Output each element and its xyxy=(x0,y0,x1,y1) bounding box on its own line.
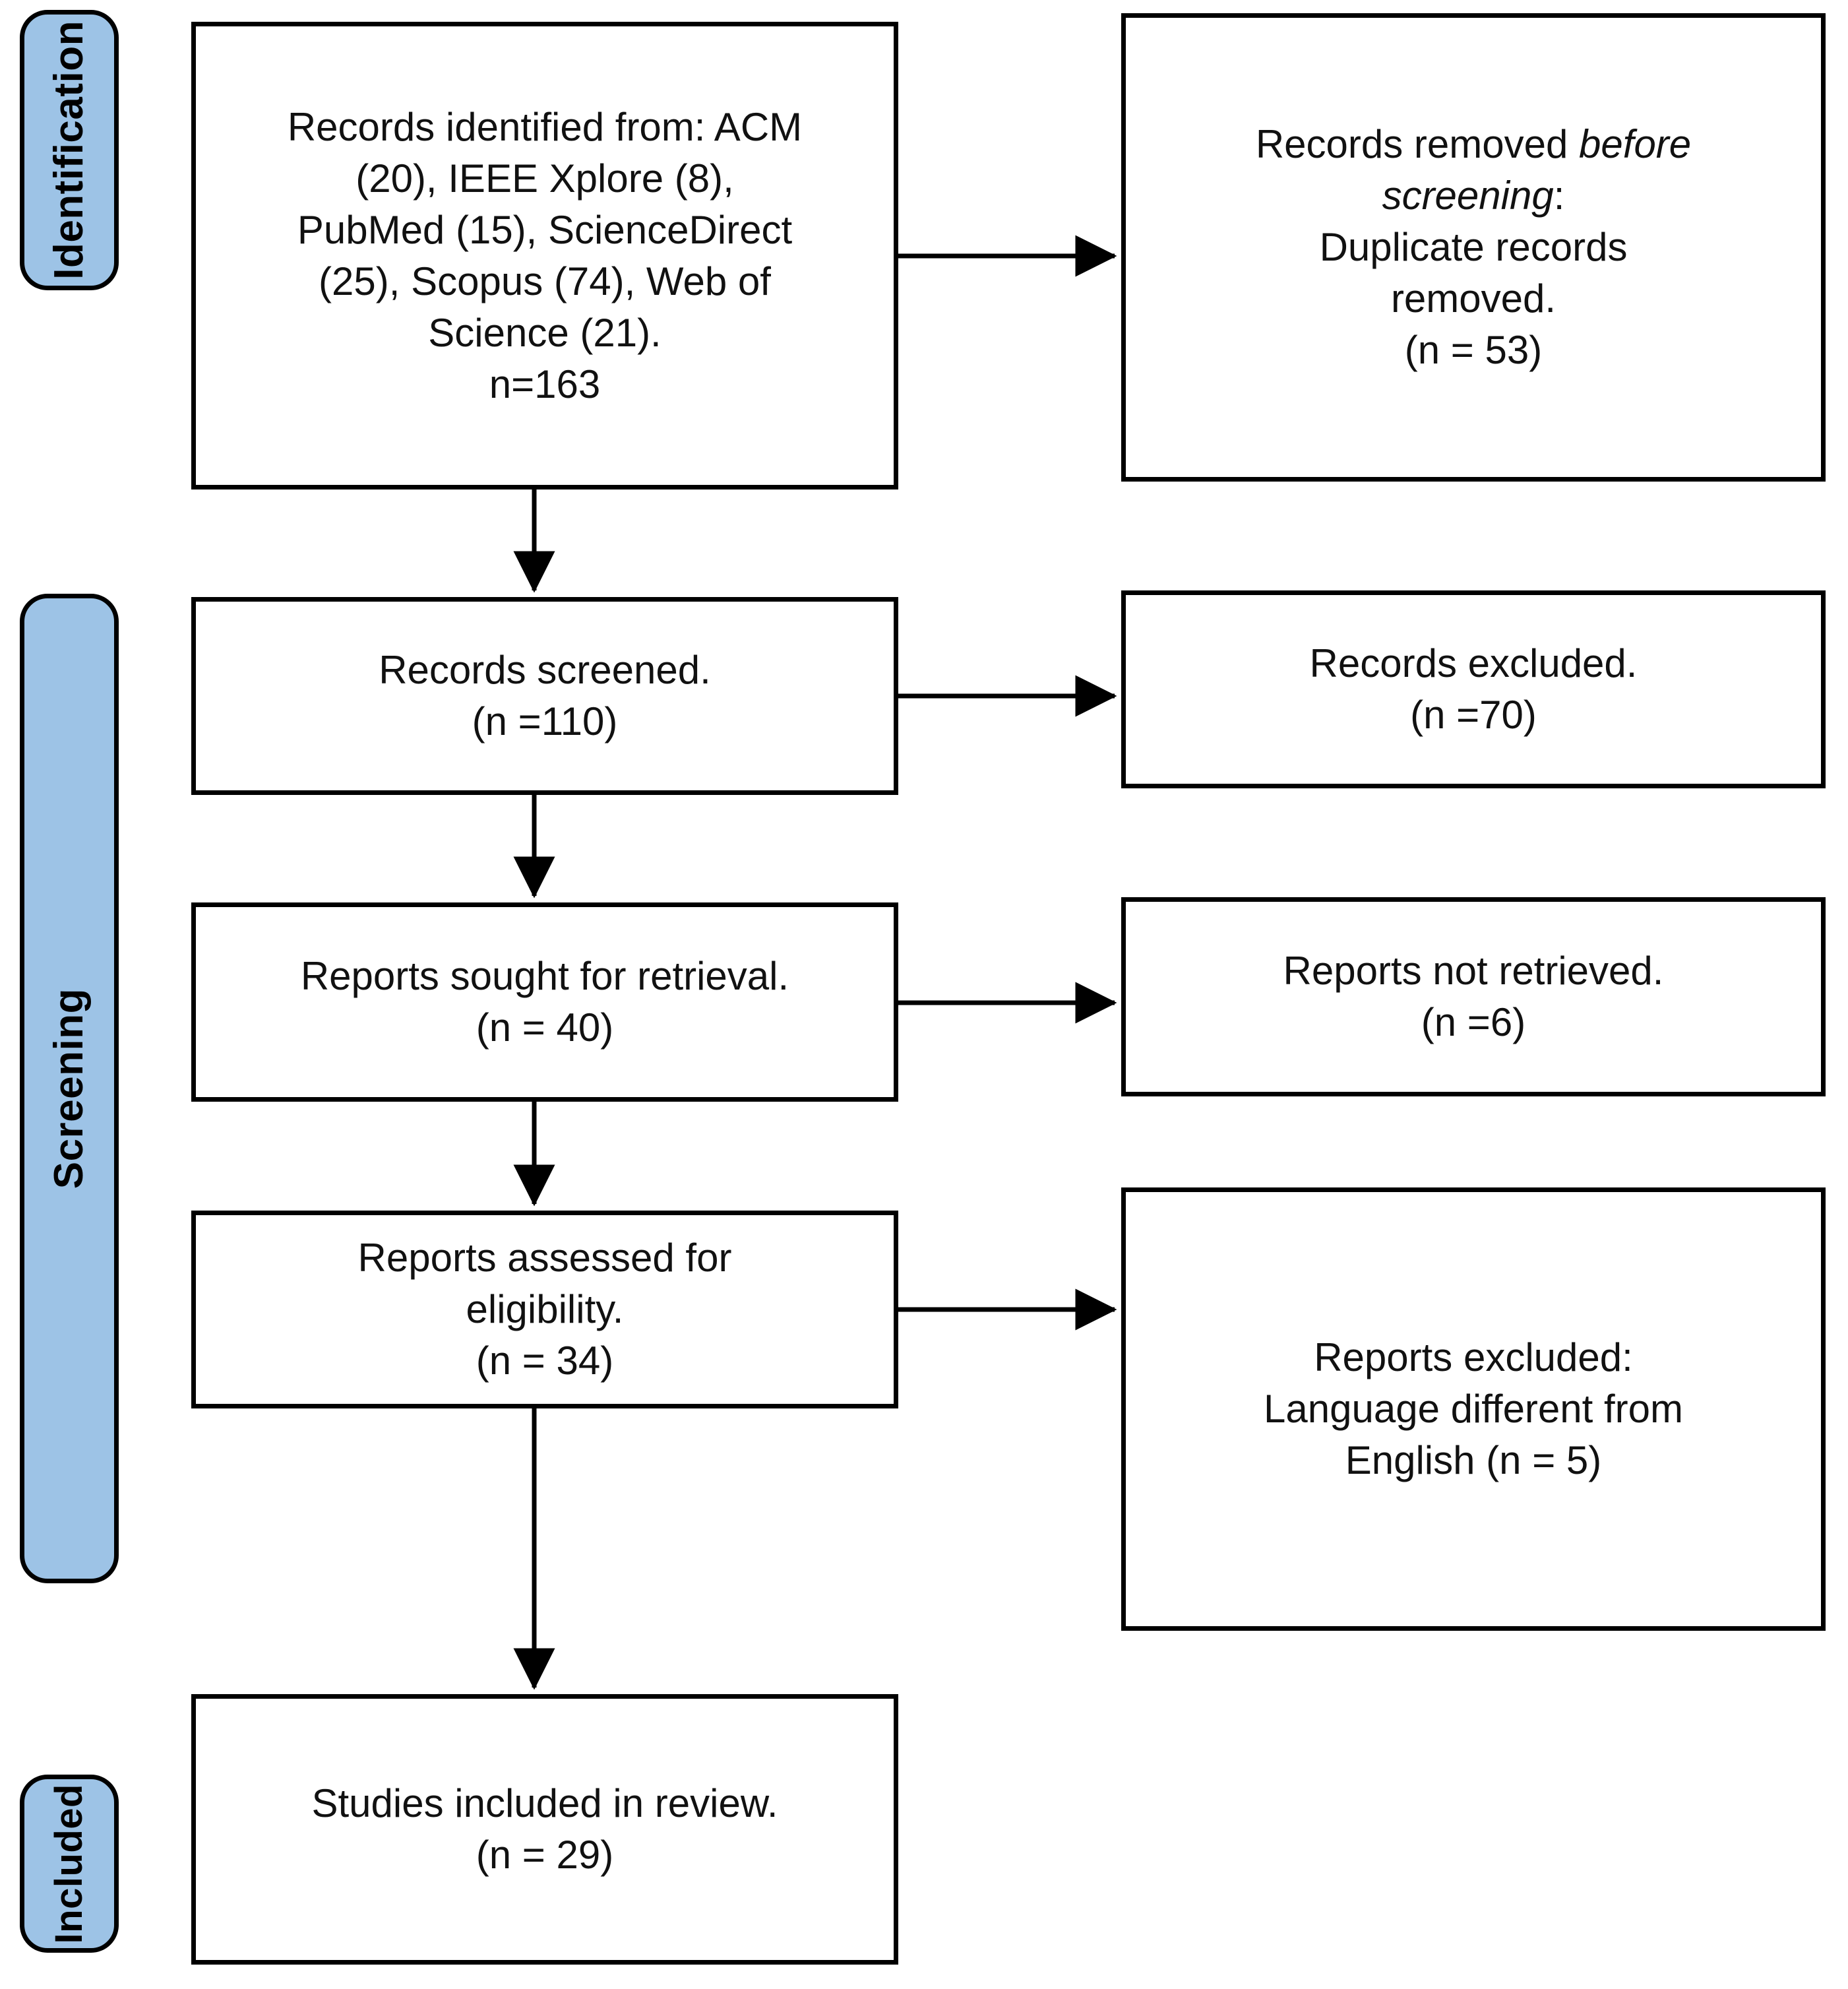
records-identified-count: n=163 xyxy=(489,362,601,406)
box-reports-assessed: Reports assessed for eligibility. (n = 34) xyxy=(191,1211,898,1408)
records-excluded-count: (n =70) xyxy=(1410,693,1537,737)
box-records-excluded: Records excluded. (n =70) xyxy=(1121,590,1826,788)
reports-not-retrieved-count: (n =6) xyxy=(1421,1000,1526,1044)
records-identified-line-2: (20), IEEE Xplore (8), xyxy=(355,156,734,201)
reports-sought-count: (n = 40) xyxy=(476,1005,614,1050)
records-removed-line-2-emphasis: screening xyxy=(1382,174,1554,218)
stage-bar-identification: Identification xyxy=(20,10,119,290)
records-identified-line-1: Records identified from: ACM xyxy=(287,104,803,149)
box-reports-sought: Reports sought for retrieval. (n = 40) xyxy=(191,902,898,1102)
reports-assessed-line-2: eligibility. xyxy=(466,1287,624,1331)
box-records-identified-text: Records identified from: ACM (20), IEEE X… xyxy=(288,102,802,410)
reports-excluded-line-2: Language different from xyxy=(1263,1387,1683,1431)
records-screened-line-1: Records screened. xyxy=(379,648,711,692)
records-removed-line-2-suffix: : xyxy=(1553,174,1565,218)
box-records-screened: Records screened. (n =110) xyxy=(191,597,898,795)
box-records-screened-text: Records screened. (n =110) xyxy=(379,645,711,747)
records-removed-line-3: Duplicate records xyxy=(1319,225,1628,269)
stage-label-included: Included xyxy=(47,1783,90,1944)
stage-bar-included: Included xyxy=(20,1775,119,1953)
records-excluded-line-1: Records excluded. xyxy=(1309,641,1638,685)
records-removed-line-4: removed. xyxy=(1390,276,1556,321)
records-identified-line-3: PubMed (15), ScienceDirect xyxy=(297,207,793,252)
records-identified-line-5: Science (21). xyxy=(428,310,662,355)
box-records-identified: Records identified from: ACM (20), IEEE X… xyxy=(191,22,898,489)
box-reports-not-retrieved: Reports not retrieved. (n =6) xyxy=(1121,897,1826,1096)
records-screened-count: (n =110) xyxy=(472,699,618,743)
reports-excluded-count: English (n = 5) xyxy=(1345,1438,1602,1482)
box-reports-excluded-text: Reports excluded: Language different from… xyxy=(1264,1332,1683,1486)
records-identified-line-4: (25), Scopus (74), Web of xyxy=(319,259,771,303)
stage-label-screening: Screening xyxy=(46,988,92,1189)
records-removed-line-1-prefix: Records removed xyxy=(1255,122,1580,166)
reports-not-retrieved-line-1: Reports not retrieved. xyxy=(1283,949,1664,993)
stage-bar-screening: Screening xyxy=(20,594,119,1583)
box-reports-assessed-text: Reports assessed for eligibility. (n = 34) xyxy=(358,1232,732,1387)
reports-assessed-line-1: Reports assessed for xyxy=(357,1236,732,1280)
reports-assessed-count: (n = 34) xyxy=(476,1339,614,1383)
box-reports-not-retrieved-text: Reports not retrieved. (n =6) xyxy=(1283,945,1664,1048)
reports-sought-line-1: Reports sought for retrieval. xyxy=(300,954,789,998)
records-removed-line-1-emphasis: before xyxy=(1579,122,1692,166)
box-reports-sought-text: Reports sought for retrieval. (n = 40) xyxy=(301,951,789,1054)
box-studies-included: Studies included in review. (n = 29) xyxy=(191,1694,898,1965)
box-records-removed: Records removed before screening: Duplicat… xyxy=(1121,13,1826,482)
box-records-removed-text: Records removed before screening: Duplicat… xyxy=(1256,119,1691,376)
studies-included-count: (n = 29) xyxy=(476,1833,614,1877)
reports-excluded-line-1: Reports excluded: xyxy=(1314,1335,1633,1379)
box-studies-included-text: Studies included in review. (n = 29) xyxy=(311,1778,778,1881)
box-records-excluded-text: Records excluded. (n =70) xyxy=(1310,638,1638,741)
box-reports-excluded: Reports excluded: Language different from… xyxy=(1121,1187,1826,1631)
records-removed-count: (n = 53) xyxy=(1404,328,1543,372)
stage-label-identification: Identification xyxy=(46,20,92,280)
studies-included-line-1: Studies included in review. xyxy=(311,1781,778,1825)
